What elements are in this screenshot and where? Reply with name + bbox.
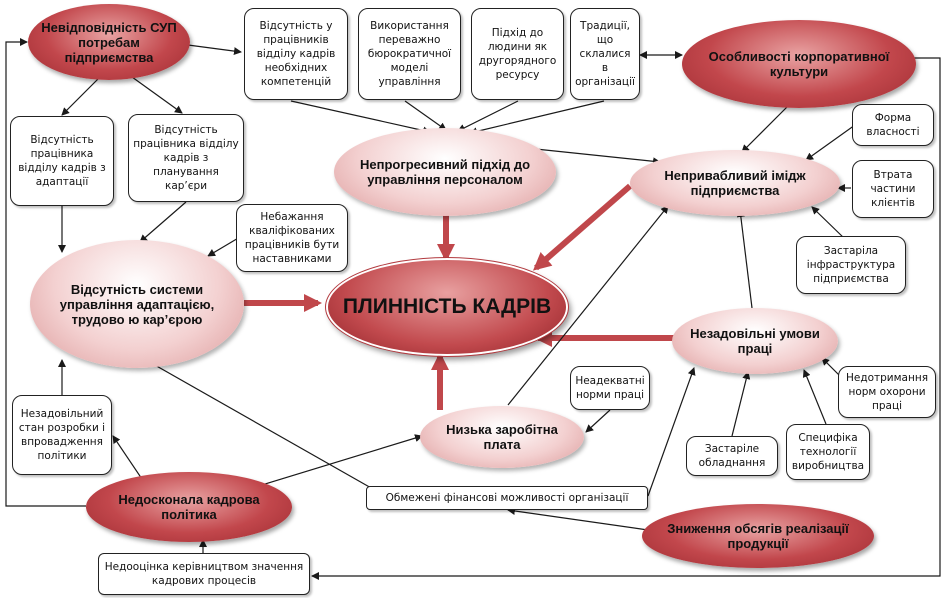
box-mentors: Небажання кваліфікованих працівників бут… bbox=[236, 204, 348, 272]
box-norms-label: Неадекватні норми праці bbox=[575, 374, 645, 401]
box-infrastructure-label: Застаріла інфраструктура підприємства bbox=[806, 244, 896, 286]
box-career-worker-label: Відсутність працівника відділу кадрів з … bbox=[133, 123, 239, 193]
box-clients: Втрата частини клієнтів bbox=[852, 160, 934, 218]
box-finance-label: Обмежені фінансові можливості організаці… bbox=[385, 491, 629, 504]
box-finance: Обмежені фінансові можливості організаці… bbox=[366, 486, 648, 510]
node-culture-label: Особливості корпоративної культури bbox=[708, 49, 890, 79]
box-ownership: Форма власності bbox=[852, 104, 934, 146]
box-adapt-worker: Відсутність працівника відділу кадрів з … bbox=[10, 116, 114, 206]
box-bureaucratic: Використання переважно бюрократичної мод… bbox=[358, 8, 461, 100]
box-ownership-label: Форма власності bbox=[866, 111, 920, 138]
node-culture: Особливості корпоративної культури bbox=[682, 20, 916, 108]
node-image-label: Непривабливий імідж підприємства bbox=[664, 168, 806, 198]
node-adaptation-label: Відсутність системи управління адаптаціє… bbox=[59, 281, 215, 327]
node-mismatch-label: Невідповідність СУП потребам підприємств… bbox=[41, 19, 177, 65]
box-norms: Неадекватні норми праці bbox=[570, 366, 650, 410]
box-mentors-label: Небажання кваліфікованих працівників бут… bbox=[244, 210, 340, 266]
node-salary-label: Низька заробітна плата bbox=[446, 422, 558, 452]
box-career-worker: Відсутність працівника відділу кадрів з … bbox=[128, 114, 244, 202]
node-mismatch: Невідповідність СУП потребам підприємств… bbox=[28, 4, 190, 80]
box-equipment: Застаріле обладнання bbox=[686, 436, 778, 476]
box-safety-label: Недотримання норм охорони праці bbox=[845, 371, 929, 413]
node-salary: Низька заробітна плата bbox=[420, 406, 584, 468]
box-competence-label: Відсутність у працівників відділу кадрів… bbox=[256, 19, 336, 89]
box-equipment-label: Застаріле обладнання bbox=[698, 442, 766, 469]
box-competence: Відсутність у працівників відділу кадрів… bbox=[244, 8, 348, 100]
node-sales: Зниження обсягів реалізації продукції bbox=[642, 504, 874, 568]
box-technology: Специфіка технології виробництва bbox=[786, 424, 870, 480]
box-infrastructure: Застаріла інфраструктура підприємства bbox=[796, 236, 906, 294]
box-underestimate-label: Недооцінка керівництвом значення кадрови… bbox=[104, 560, 304, 587]
box-secondary-label: Підхід до людини як другорядного ресурсу bbox=[478, 26, 557, 82]
node-conditions-label: Незадовільні умови праці bbox=[690, 326, 820, 356]
box-development-label: Незадовільний стан розробки і впроваджен… bbox=[18, 407, 106, 463]
node-sales-label: Зниження обсягів реалізації продукції bbox=[667, 521, 849, 551]
box-technology-label: Специфіка технології виробництва bbox=[791, 431, 865, 473]
node-adaptation: Відсутність системи управління адаптаціє… bbox=[30, 240, 244, 368]
box-underestimate: Недооцінка керівництвом значення кадрови… bbox=[98, 553, 310, 595]
box-traditions-label: Традиції, що склалися в організації bbox=[575, 19, 635, 89]
node-nonprogressive-label: Непрогресивний підхід до управління перс… bbox=[359, 157, 531, 187]
node-center-turnover: ПЛИННІСТЬ КАДРІВ bbox=[325, 257, 569, 357]
box-development: Незадовільний стан розробки і впроваджен… bbox=[12, 395, 112, 475]
box-traditions: Традиції, що склалися в організації bbox=[570, 8, 640, 100]
box-adapt-worker-label: Відсутність працівника відділу кадрів з … bbox=[18, 133, 106, 189]
center-label: ПЛИННІСТЬ КАДРІВ bbox=[342, 294, 552, 318]
node-policy-label: Недосконала кадрова політика bbox=[118, 492, 260, 522]
box-bureaucratic-label: Використання переважно бюрократичної мод… bbox=[367, 19, 452, 89]
box-secondary: Підхід до людини як другорядного ресурсу bbox=[471, 8, 564, 100]
node-nonprogressive: Непрогресивний підхід до управління перс… bbox=[334, 128, 556, 216]
node-policy: Недосконала кадрова політика bbox=[86, 472, 292, 542]
node-conditions: Незадовільні умови праці bbox=[672, 308, 838, 374]
node-image: Непривабливий імідж підприємства bbox=[630, 150, 840, 216]
box-clients-label: Втрата частини клієнтів bbox=[870, 168, 916, 210]
arrow-image-center bbox=[532, 183, 632, 271]
box-safety: Недотримання норм охорони праці bbox=[838, 366, 936, 418]
